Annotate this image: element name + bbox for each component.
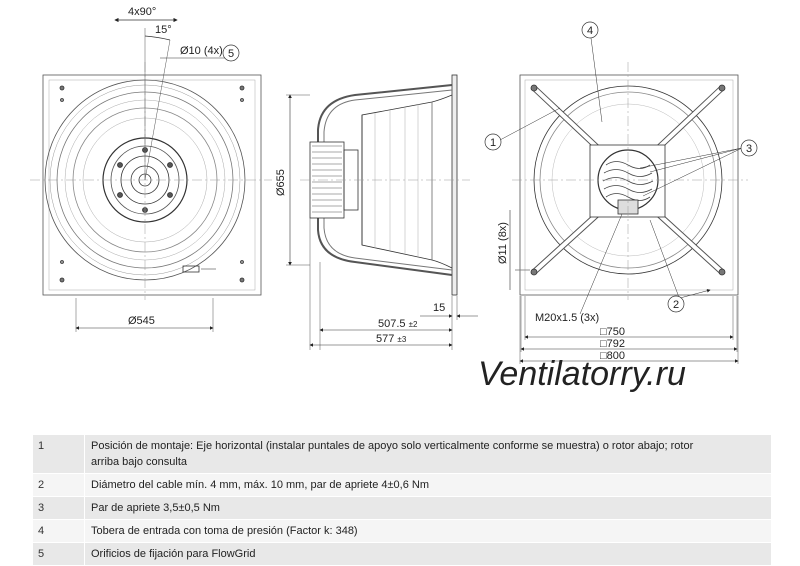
callout-5: 5 — [222, 44, 240, 62]
technical-drawing: 4x90° 15° Ø10 (4x) 5 Ø545 — [30, 6, 758, 393]
callout-2-label: 2 — [673, 299, 679, 311]
side-view — [286, 74, 478, 350]
sq-750-label: □750 — [600, 326, 625, 338]
legend-line: arriba bajo consulta — [91, 456, 188, 468]
dim-507-tol: ±2 — [409, 320, 418, 329]
hole-11-label: Ø11 (8x) — [497, 222, 509, 264]
legend-row: 1 Posición de montaje: Eje horizontal (i… — [33, 435, 771, 474]
callout-3-label: 3 — [746, 143, 752, 155]
callout-5-label: 5 — [228, 48, 234, 60]
front-view — [30, 17, 272, 332]
diam-655-label: Ø655 — [275, 169, 287, 196]
watermark: Ventilatorry.ru — [478, 355, 686, 393]
legend-line: Orificios de fijación para FlowGrid — [91, 548, 256, 560]
legend-text: Tobera de entrada con toma de presión (F… — [84, 519, 771, 543]
callout-3: 3 — [740, 139, 758, 157]
callout-1-label: 1 — [490, 137, 496, 149]
rear-view — [499, 37, 748, 364]
legend-line: Tobera de entrada con toma de presión (F… — [91, 525, 358, 537]
legend-text: Posición de montaje: Eje horizontal (ins… — [84, 435, 771, 474]
dim-507-main: 507.5 — [378, 318, 406, 330]
legend-num: 1 — [33, 435, 85, 474]
svg-text:577 ±3: 577 ±3 — [376, 333, 407, 345]
dim-507-label: 507.5 ±2 — [378, 318, 418, 330]
legend-line: Posición de montaje: Eje horizontal (ins… — [91, 440, 694, 452]
legend-text: Orificios de fijación para FlowGrid — [84, 542, 771, 566]
legend-num: 3 — [33, 496, 85, 520]
diam-545-label: Ø545 — [128, 315, 155, 327]
sq-792-label: □792 — [600, 338, 625, 350]
thread-label: M20x1.5 (3x) — [535, 312, 599, 324]
legend-num: 4 — [33, 519, 85, 543]
legend-text: Par de apriete 3,5±0,5 Nm — [84, 496, 771, 520]
dim-15-label: 15 — [433, 302, 445, 314]
callout-1: 1 — [484, 133, 502, 151]
legend-row: 2 Diámetro del cable mín. 4 mm, máx. 10 … — [33, 473, 771, 497]
angle-4x90-label: 4x90° — [128, 6, 156, 18]
hole-dia-label: Ø10 (4x) — [180, 45, 223, 57]
dim-577-main: 577 — [376, 333, 394, 345]
legend-row: 5 Orificios de fijación para FlowGrid — [33, 542, 771, 566]
legend-row: 3 Par de apriete 3,5±0,5 Nm — [33, 496, 771, 520]
legend-line: Diámetro del cable mín. 4 mm, máx. 10 mm… — [91, 479, 429, 491]
legend-num: 5 — [33, 542, 85, 566]
callout-4: 4 — [581, 21, 599, 39]
legend-row: 4 Tobera de entrada con toma de presión … — [33, 519, 771, 543]
legend-text: Diámetro del cable mín. 4 mm, máx. 10 mm… — [84, 473, 771, 497]
dim-577-label: 577 ±3 — [376, 333, 407, 345]
dim-577-tol: ±3 — [397, 335, 406, 344]
svg-text:507.5 ±2: 507.5 ±2 — [378, 318, 418, 330]
callout-2: 2 — [667, 295, 685, 313]
angle-15-label: 15° — [155, 24, 172, 36]
legend-line: Par de apriete 3,5±0,5 Nm — [91, 502, 220, 514]
legend-num: 2 — [33, 473, 85, 497]
legend-table: 1 Posición de montaje: Eje horizontal (i… — [33, 435, 771, 566]
sq-800-label: □800 — [600, 350, 625, 362]
callout-4-label: 4 — [587, 25, 593, 37]
